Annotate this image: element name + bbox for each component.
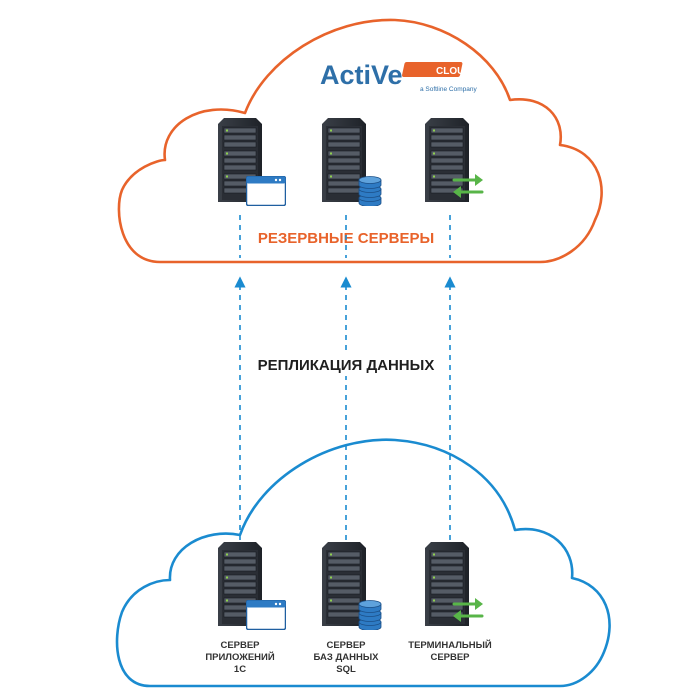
backup-server-db bbox=[322, 118, 382, 206]
brand-logo: ActiVe CLOUD a Softline Company bbox=[320, 60, 477, 93]
logo-wordmark: ActiVe bbox=[320, 60, 403, 90]
backup-server-terminal bbox=[425, 118, 485, 202]
server-label-line: БАЗ ДАННЫХ bbox=[314, 652, 380, 663]
source-server-terminal bbox=[425, 542, 485, 626]
logo-badge: CLOUD bbox=[436, 66, 472, 77]
database-icon bbox=[358, 600, 382, 630]
backup-server-app bbox=[218, 118, 286, 206]
server-label-line: СЕРВЕР bbox=[430, 652, 470, 663]
logo-tagline: a Softline Company bbox=[420, 86, 477, 93]
server-label-line: ТЕРМИНАЛЬНЫЙ bbox=[408, 639, 492, 651]
source-server-db bbox=[322, 542, 382, 630]
server-label-line: ПРИЛОЖЕНИЙ bbox=[205, 651, 275, 663]
server-label-line: SQL bbox=[336, 664, 356, 675]
replication-label: РЕПЛИКАЦИЯ ДАННЫХ bbox=[258, 357, 435, 374]
server-label-line: СЕРВЕР bbox=[220, 640, 260, 651]
server-label-line: 1С bbox=[234, 664, 246, 675]
backup-cloud-outline bbox=[117, 18, 603, 264]
source-server-app bbox=[218, 542, 286, 630]
logo-badge-bg bbox=[402, 62, 463, 77]
replication-label-bg bbox=[245, 352, 441, 376]
window-icon bbox=[246, 600, 286, 630]
server-rack-icon bbox=[425, 118, 469, 202]
source-cloud-outline bbox=[115, 438, 611, 688]
server-rack-icon bbox=[425, 542, 469, 626]
server-label-line: СЕРВЕР bbox=[326, 640, 366, 651]
database-icon bbox=[358, 176, 382, 206]
window-icon bbox=[246, 176, 286, 206]
